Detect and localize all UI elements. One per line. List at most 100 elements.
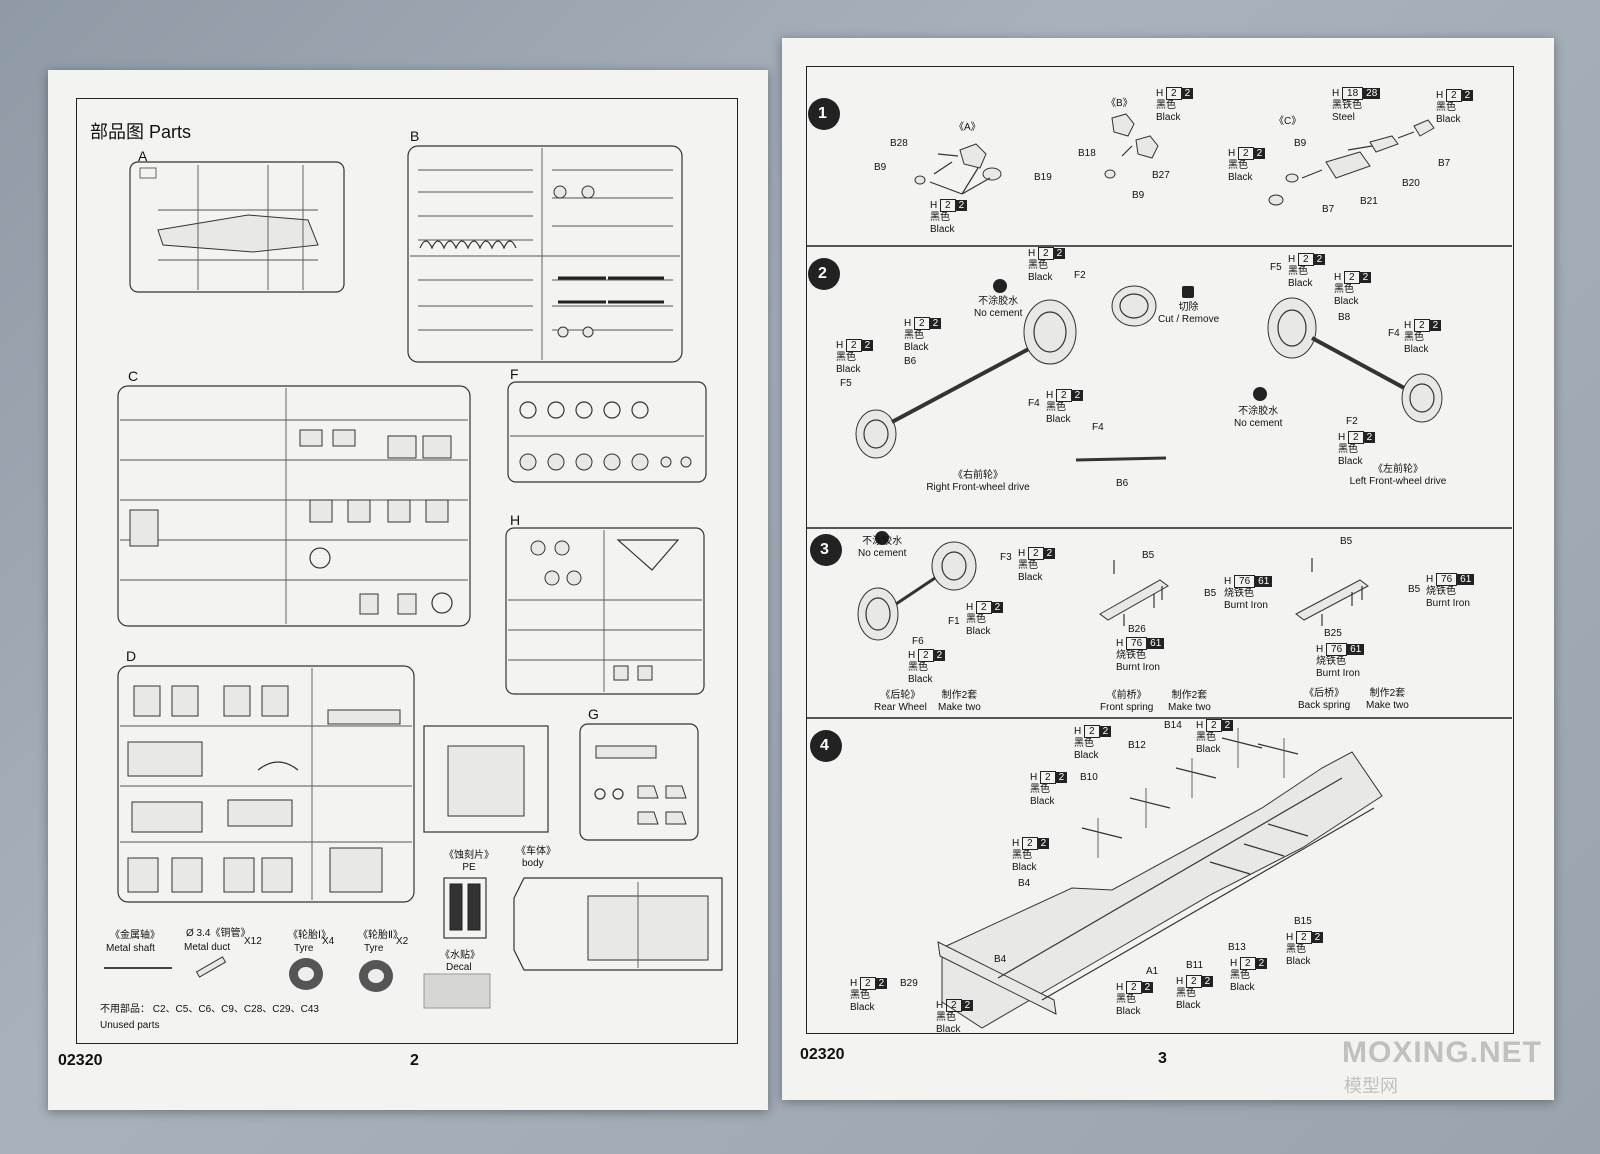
part-b21: B21 xyxy=(1360,196,1378,207)
parts-title: 部品图 Parts xyxy=(90,122,192,142)
tyre1-cn: 《轮胎Ⅰ》 xyxy=(288,930,331,941)
part-f1: F1 xyxy=(948,616,960,627)
part-b15: B15 xyxy=(1294,916,1312,927)
front-spring-caption: 《前桥》Front spring xyxy=(1100,690,1154,713)
part-b11: B11 xyxy=(1186,960,1204,971)
part-b12: B12 xyxy=(1128,740,1146,751)
step2-parts xyxy=(855,279,1443,462)
part-b10: B10 xyxy=(1080,772,1098,783)
part-b6-b: B6 xyxy=(1116,478,1129,489)
sprue-label-c: C xyxy=(128,368,139,384)
part-b5-b: B5 xyxy=(1204,588,1217,599)
step2-badge xyxy=(808,258,840,290)
right-page-number: 3 xyxy=(1158,1050,1167,1067)
part-f4-b: F4 xyxy=(1092,422,1104,433)
back-spring-caption: 《后桥》Back spring xyxy=(1298,688,1351,711)
left-front-wheel-caption: 《左前轮》Left Front-wheel drive xyxy=(1349,464,1447,487)
part-b19: B19 xyxy=(1034,172,1052,183)
pe-fret xyxy=(443,877,487,939)
sprue-h xyxy=(505,527,705,695)
right-product-code: 02320 xyxy=(800,1046,845,1063)
right-front-wheel-caption: 《右前轮》Right Front-wheel drive xyxy=(926,470,1030,493)
sprue-c xyxy=(117,385,471,627)
step3-parts xyxy=(857,531,1369,641)
part-b5-d: B5 xyxy=(1408,584,1421,595)
part-b9-a: B9 xyxy=(874,162,887,173)
sprue-a xyxy=(129,161,345,293)
part-b7-a: B7 xyxy=(1322,204,1335,215)
part-f3: F3 xyxy=(1000,552,1012,563)
left-page-frame xyxy=(76,98,738,1044)
sprue-label-d: D xyxy=(126,648,137,664)
tyre2-qty: X2 xyxy=(396,936,409,947)
step3-badge xyxy=(810,534,842,566)
part-b27: B27 xyxy=(1152,170,1170,181)
decal-label-en: Decal xyxy=(446,962,472,973)
sprue-b xyxy=(407,145,683,363)
step2-number: 2 xyxy=(818,265,827,282)
part-b25: B25 xyxy=(1324,628,1342,639)
part-f6: F6 xyxy=(912,636,924,647)
tyre1-qty: X4 xyxy=(322,936,335,947)
part-b6-a: B6 xyxy=(904,356,917,367)
unused-parts-en: Unused parts xyxy=(100,1020,160,1031)
body-part xyxy=(513,877,723,971)
tyre1-drawing xyxy=(289,958,323,990)
watermark-logo: MOXING.NET xyxy=(1342,1036,1543,1069)
decal-label-cn: 《水贴》 xyxy=(440,950,480,961)
step1-sub-b: 《B》 xyxy=(1106,98,1133,109)
step1-parts xyxy=(914,113,1435,206)
step1-sub-a: 《A》 xyxy=(954,122,981,133)
step1-badge xyxy=(808,98,840,130)
metal-duct-qty: X12 xyxy=(244,936,262,947)
step4-number: 4 xyxy=(820,737,829,754)
part-f4-a: F4 xyxy=(1028,398,1040,409)
sprue-label-g: G xyxy=(588,706,599,722)
sprue-label-f: F xyxy=(510,366,519,382)
sprue-drawings xyxy=(104,145,723,1009)
body-label-cn: 《车体》 xyxy=(516,846,556,857)
decal-sheet xyxy=(423,973,491,1009)
part-b18: B18 xyxy=(1078,148,1096,159)
metal-duct-en: Metal duct xyxy=(184,942,231,953)
assembly-drawings xyxy=(806,98,1512,1029)
body-label-en: body xyxy=(522,858,544,869)
tyre2-cn: 《轮胎Ⅱ》 xyxy=(358,930,403,941)
part-b26: B26 xyxy=(1128,624,1146,635)
tyre2-en: Tyre xyxy=(364,943,384,954)
metal-shaft-en: Metal shaft xyxy=(106,943,155,954)
left-page: 部品图 Parts A B C F H D G xyxy=(48,70,768,1110)
rear-wheel-caption: 《后轮》Rear Wheel xyxy=(874,690,927,713)
part-f2-b: F2 xyxy=(1346,416,1358,427)
pe-label-cn: 《蚀刻片》 xyxy=(444,850,494,861)
part-f5-a: F5 xyxy=(840,378,852,389)
right-page: 1 2 3 4 《A》 《B》 《C》 B28 B9 B19 B18 B27 B… xyxy=(782,38,1554,1100)
sprue-g xyxy=(579,723,699,841)
sprue-d xyxy=(117,665,415,903)
pe-label-en: PE xyxy=(462,862,476,873)
part-b8: B8 xyxy=(1338,312,1351,323)
part-b5-c: B5 xyxy=(1340,536,1353,547)
part-b4-b: B4 xyxy=(994,954,1007,965)
metal-shaft-cn: 《金属轴》 xyxy=(110,930,160,941)
